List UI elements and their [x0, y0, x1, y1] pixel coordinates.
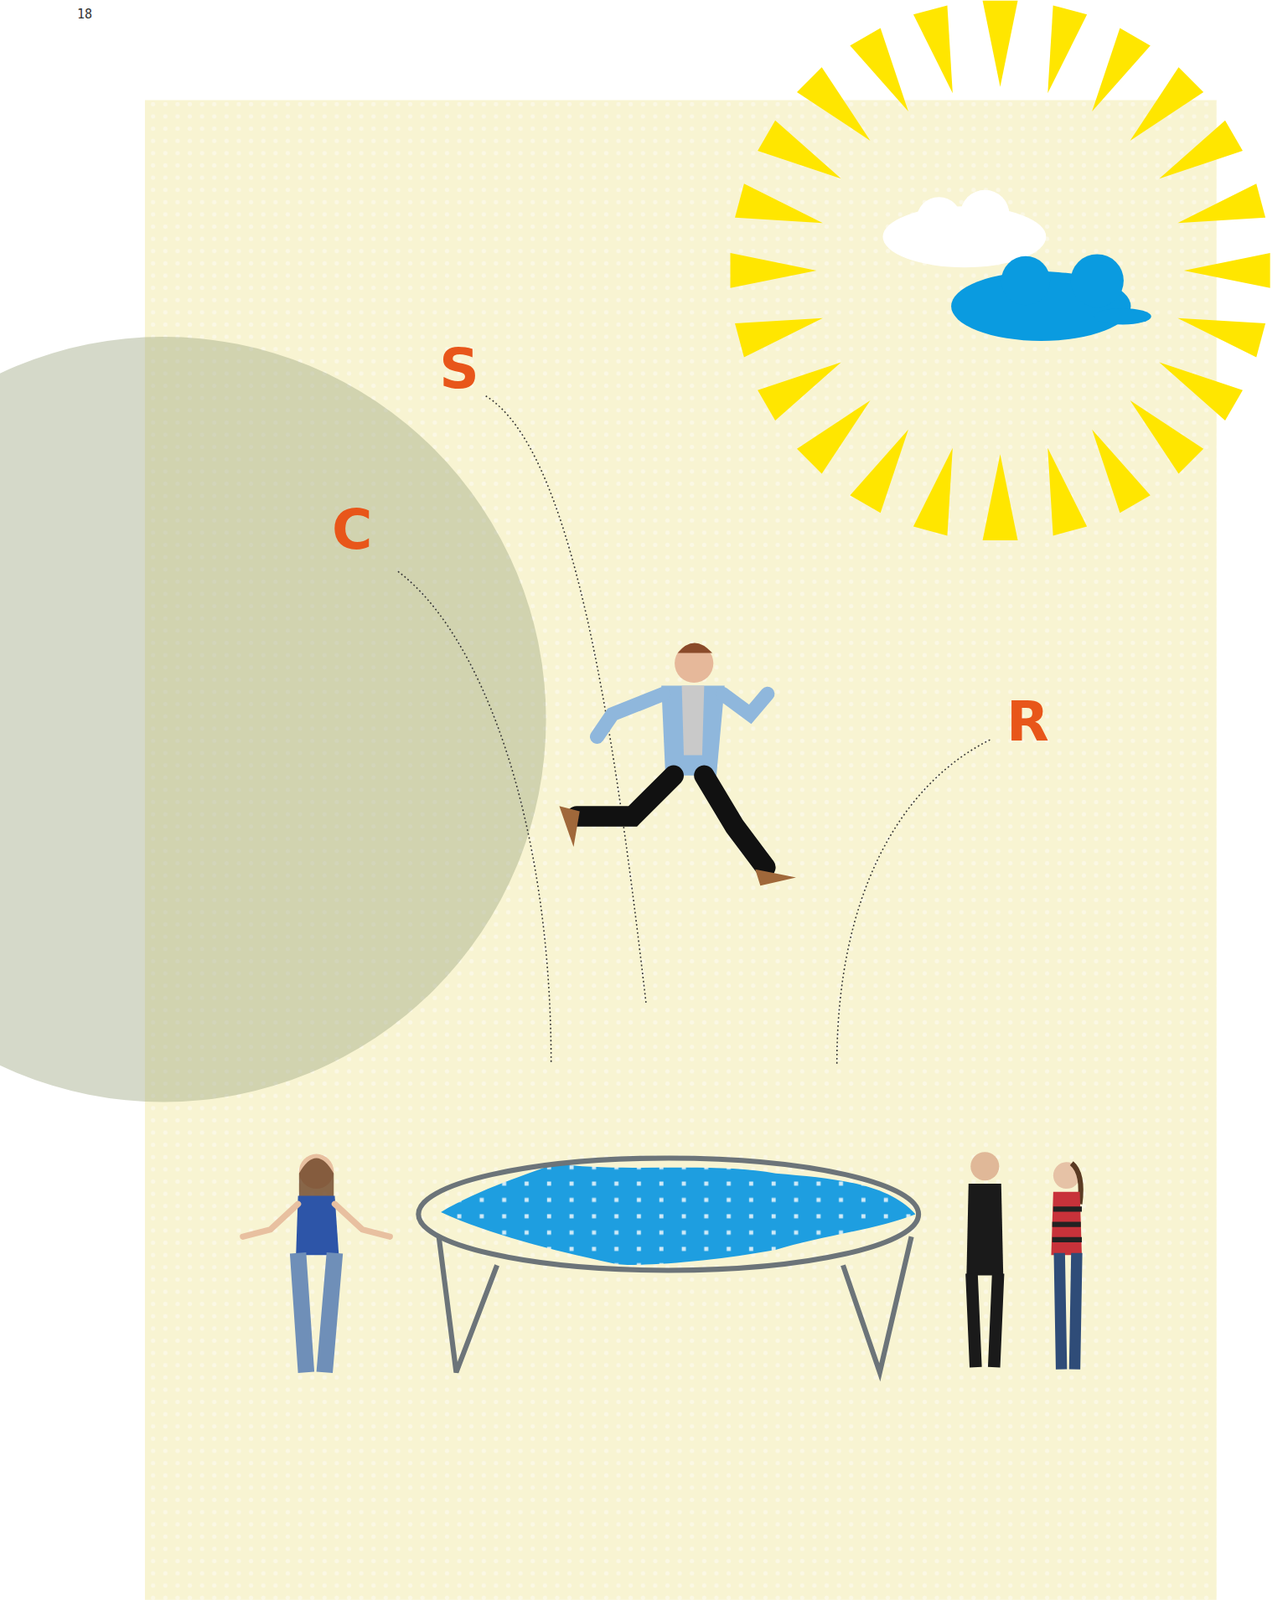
- woman-shrugging: [334, 1204, 390, 1237]
- cloud-blue: [1001, 256, 1051, 306]
- trampoline: [439, 1236, 497, 1373]
- sun-rays: [1130, 400, 1205, 475]
- sun-rays: [729, 0, 1270, 541]
- jumping-man: [703, 775, 766, 869]
- woman-shrugging: [298, 1253, 336, 1373]
- jumping-man: [722, 693, 768, 714]
- sun-rays: [734, 318, 823, 358]
- jumping-man: [576, 775, 674, 818]
- jumping-man: [596, 693, 663, 737]
- page-number: 18: [77, 8, 93, 21]
- sun-rays: [757, 362, 842, 422]
- cloud-white: [882, 190, 1046, 269]
- sun-rays: [1158, 120, 1243, 180]
- cloud-white: [960, 190, 1009, 239]
- sun-rays: [849, 28, 909, 113]
- jumping-man: [661, 686, 725, 776]
- jumping-man: [755, 869, 797, 886]
- leader-line: [837, 739, 991, 1065]
- sun-rays: [1130, 67, 1205, 141]
- leader-line: [398, 396, 990, 1066]
- cloud-blue: [1070, 253, 1124, 307]
- letter-label: R: [1006, 694, 1050, 751]
- sun-rays: [982, 0, 1019, 88]
- cloud-blue: [1094, 308, 1152, 325]
- jumping-man: [682, 686, 705, 756]
- sun-rays: [1047, 448, 1087, 537]
- sun-rays: [796, 400, 871, 475]
- man-in-suit: [970, 1152, 999, 1181]
- sun-rays: [1177, 183, 1266, 223]
- sun-rays: [1091, 28, 1151, 113]
- letter-label: C: [331, 502, 373, 559]
- sun-rays: [1177, 318, 1266, 358]
- sun-rays: [1047, 5, 1087, 94]
- man-in-suit: [966, 1152, 1004, 1368]
- sun-rays: [1091, 429, 1151, 514]
- woman-shrugging: [243, 1204, 299, 1237]
- sun-rays: [982, 454, 1019, 541]
- sun-rays: [796, 67, 871, 141]
- leader-line: [486, 396, 647, 1004]
- cloud-white: [916, 196, 963, 243]
- girl-looking-up: [1059, 1253, 1077, 1371]
- trampoline: [843, 1236, 912, 1373]
- sun-rays: [913, 5, 953, 94]
- trampoline: [418, 1158, 919, 1271]
- girl-looking-up: [1050, 1192, 1082, 1257]
- man-in-suit: [971, 1273, 999, 1368]
- sun-rays: [913, 448, 953, 537]
- cloud-blue: [951, 253, 1152, 342]
- girl-looking-up: [1052, 1209, 1082, 1241]
- sun-rays: [1184, 253, 1271, 289]
- sun-rays: [757, 120, 842, 180]
- jumping-man: [677, 642, 713, 653]
- man-in-suit: [966, 1184, 1004, 1277]
- sun-rays: [729, 253, 817, 289]
- sun-rays: [849, 429, 909, 514]
- girl-looking-up: [1050, 1162, 1082, 1370]
- shade-circle: [0, 336, 547, 1102]
- sun-rays: [1158, 362, 1243, 422]
- letter-label: S: [439, 341, 480, 398]
- trampoline: [418, 1158, 919, 1373]
- leader-line: [398, 571, 552, 1065]
- trampoline: [440, 1163, 916, 1266]
- woman-shrugging: [243, 1154, 390, 1374]
- jumping-man: [558, 806, 580, 848]
- sun-rays: [734, 183, 823, 223]
- jumping-man: [558, 642, 797, 886]
